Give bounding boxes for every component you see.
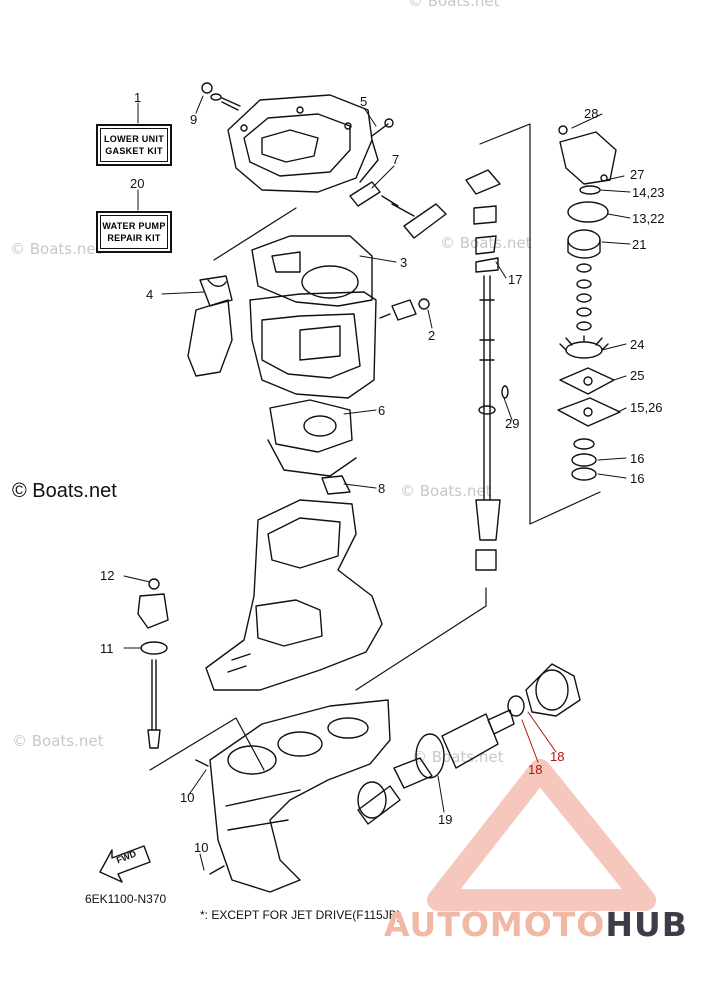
callout-10[interactable]: 10 (180, 790, 195, 805)
insert-cartridge-part-21 (567, 229, 601, 259)
watermark: © Boats.net (12, 732, 104, 750)
brand-wordmark: AUTOMOTOHUB (384, 905, 688, 944)
kit-line: LOWER UNIT (104, 134, 164, 144)
callout-8[interactable]: 8 (378, 481, 386, 496)
callout-18[interactable]: 18 (550, 749, 565, 764)
callout-12[interactable]: 12 (100, 568, 115, 583)
small-parts-stack (576, 263, 592, 331)
callout-28[interactable]: 28 (584, 106, 599, 121)
watermark: © Boats.net (440, 234, 532, 252)
diagram-code: 6EK1100-N370 (85, 892, 167, 906)
o-ring-part-13-22 (567, 201, 609, 223)
callout-25[interactable]: 25 (630, 368, 645, 383)
oil-seal-part-16 (571, 438, 597, 481)
drive-shaft-part-17 (465, 169, 501, 571)
brand-part-1: AUTOMOTO (384, 905, 606, 944)
callout-9[interactable]: 9 (190, 112, 198, 127)
kit-line: REPAIR KIT (107, 233, 161, 243)
callout-2[interactable]: 2 (428, 328, 436, 343)
callout-7[interactable]: 7 (392, 152, 400, 167)
callout-16[interactable]: 16 (630, 451, 645, 466)
watermark: © Boats.net (400, 482, 492, 500)
callout-15-26[interactable]: 15,26 (630, 400, 663, 415)
forward-arrow-icon (99, 845, 151, 883)
water-pump-repair-kit-label: WATER PUMP REPAIR KIT (96, 211, 172, 253)
callout-21[interactable]: 21 (632, 237, 647, 252)
gasket-part-6 (267, 399, 357, 477)
callout-6[interactable]: 6 (378, 403, 386, 418)
callout-19[interactable]: 19 (438, 812, 453, 827)
watermark: © Boats.net (408, 0, 500, 10)
gasket-part-15-26 (557, 397, 621, 427)
footnote: *: EXCEPT FOR JET DRIVE(F115JB) (200, 908, 401, 922)
water-pump-housing-part-28 (558, 125, 617, 185)
callout-14-23[interactable]: 14,23 (632, 185, 665, 200)
propeller-shaft-parts (357, 663, 581, 825)
callout-11[interactable]: 11 (100, 641, 114, 656)
brand-logo-triangle (427, 759, 656, 911)
watermark: © Boats.net (412, 748, 504, 766)
o-ring-part-14-23 (579, 185, 601, 195)
pin-part-29 (501, 385, 509, 399)
callout-4[interactable]: 4 (146, 287, 154, 302)
strainer-part-4 (187, 275, 233, 377)
callout-16[interactable]: 16 (630, 471, 645, 486)
callout-13-22[interactable]: 13,22 (632, 211, 665, 226)
bolt-part-5 (371, 118, 394, 137)
callout-18[interactable]: 18 (528, 762, 543, 777)
watermark: © Boats.net (10, 240, 102, 258)
callout-20[interactable]: 20 (130, 176, 145, 191)
callout-10[interactable]: 10 (194, 840, 209, 855)
lower-case-housing (205, 499, 383, 691)
upper-case-housing (249, 291, 377, 399)
bolt-part-9 (201, 82, 241, 111)
shift-rod-part-11-12 (137, 578, 169, 749)
callout-5[interactable]: 5 (360, 94, 368, 109)
callout-24[interactable]: 24 (630, 337, 645, 352)
callout-3[interactable]: 3 (400, 255, 408, 270)
callout-29[interactable]: 29 (505, 416, 520, 431)
callout-1[interactable]: 1 (134, 90, 142, 105)
callout-27[interactable]: 27 (630, 167, 645, 182)
leader-lines (123, 95, 631, 871)
lower-unit-gasket-kit-label: LOWER UNIT GASKET KIT (96, 124, 172, 166)
kit-line: WATER PUMP (102, 221, 166, 231)
assembly-lines (149, 123, 601, 771)
callout-17[interactable]: 17 (508, 272, 523, 287)
watermark-bold: © Boats.net (12, 480, 117, 502)
bracket-part-8 (321, 475, 351, 495)
gasket-part-3 (251, 235, 373, 307)
upper-casing-part (227, 94, 379, 193)
plug-part-2 (379, 298, 430, 321)
impeller-part-24 (559, 335, 609, 359)
brand-part-2: HUB (605, 905, 688, 944)
kit-line: GASKET KIT (105, 146, 163, 156)
hose-part-7 (349, 181, 447, 239)
gear-case (195, 699, 391, 893)
outer-plate-cartridge-part-25 (559, 367, 615, 395)
